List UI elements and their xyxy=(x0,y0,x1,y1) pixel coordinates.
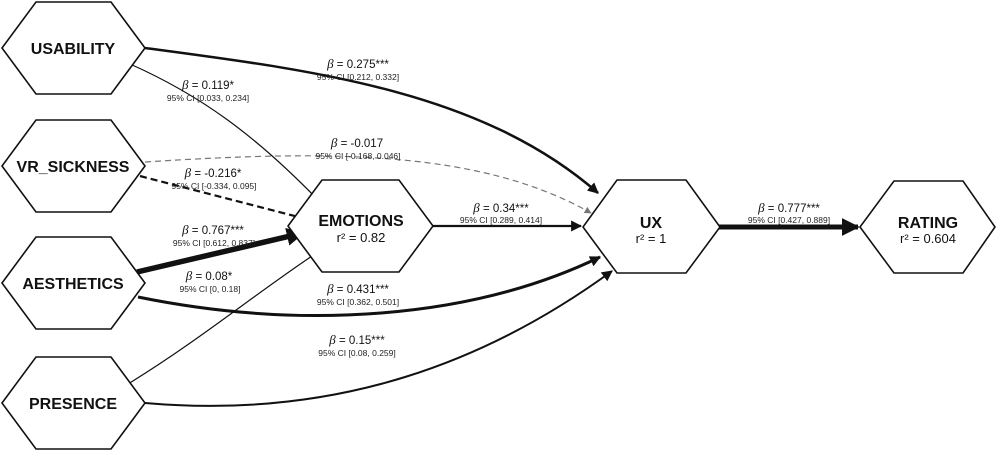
label-aesthetics-ux: β = 0.431*** 95% CI [0.362, 0.501] xyxy=(317,281,399,307)
label-vrsickness-emotions: β = -0.216* 95% CI [-0.334, 0.095] xyxy=(171,165,256,191)
svg-text:β = 0.34***: β = 0.34*** xyxy=(472,200,529,215)
svg-text:β = 0.777***: β = 0.777*** xyxy=(757,200,820,215)
beta-symbol: β xyxy=(757,200,765,215)
label-presence-ux: β = 0.15*** 95% CI [0.08, 0.259] xyxy=(318,332,396,358)
beta-symbol: β xyxy=(181,77,189,92)
beta-value: = 0.431*** xyxy=(337,284,390,296)
beta-symbol: β xyxy=(472,200,480,215)
label-ux-rating: β = 0.777*** 95% CI [0.427, 0.889] xyxy=(748,200,830,225)
ci-value: 95% CI [0.033, 0.234] xyxy=(167,93,249,103)
beta-value: = 0.275*** xyxy=(337,59,390,71)
beta-value: = 0.15*** xyxy=(339,335,385,347)
node-aesthetics-name: AESTHETICS xyxy=(22,276,124,293)
beta-value: = -0.017 xyxy=(341,138,384,150)
beta-value: = 0.119* xyxy=(192,80,235,92)
node-presence-name: PRESENCE xyxy=(29,396,117,413)
node-vr-sickness: VR_SICKNESS xyxy=(1,119,146,213)
ci-value: 95% CI [0.427, 0.889] xyxy=(748,215,830,225)
beta-value: = -0.216* xyxy=(194,168,242,180)
node-presence: PRESENCE xyxy=(1,356,146,450)
svg-text:β = -0.216*: β = -0.216* xyxy=(184,165,242,180)
svg-text:β = 0.431***: β = 0.431*** xyxy=(326,281,389,296)
node-ux-r2: r² = 1 xyxy=(636,231,667,246)
svg-text:β = 0.275***: β = 0.275*** xyxy=(326,56,389,71)
node-ux-name: UX xyxy=(640,215,663,232)
ci-value: 95% CI [0.212, 0.332] xyxy=(317,72,399,82)
label-emotions-ux: β = 0.34*** 95% CI [0.289, 0.414] xyxy=(460,200,542,225)
label-usability-ux: β = 0.275*** 95% CI [0.212, 0.332] xyxy=(317,56,399,82)
ci-value: 95% CI [0.289, 0.414] xyxy=(460,215,542,225)
svg-text:β = 0.119*: β = 0.119* xyxy=(181,77,235,92)
node-emotions: EMOTIONS r² = 0.82 xyxy=(287,179,434,273)
beta-value: = 0.767*** xyxy=(192,225,245,237)
node-emotions-name: EMOTIONS xyxy=(318,213,404,230)
path-aesthetics-emotions xyxy=(136,227,305,275)
label-aesthetics-emotions: β = 0.767*** 95% CI [0.612, 0.837] xyxy=(173,222,255,248)
ci-value: 95% CI [-0.334, 0.095] xyxy=(171,181,256,191)
beta-symbol: β xyxy=(330,135,338,150)
path-vrsickness-ux xyxy=(144,155,592,214)
svg-text:β = 0.08*: β = 0.08* xyxy=(185,268,233,283)
label-usability-emotions: β = 0.119* 95% CI [0.033, 0.234] xyxy=(167,77,249,103)
node-vr-sickness-name: VR_SICKNESS xyxy=(17,159,130,176)
node-rating-r2: r² = 0.604 xyxy=(900,231,956,246)
ci-value: 95% CI [0, 0.18] xyxy=(180,284,241,294)
path-vrsickness-emotions xyxy=(139,174,308,222)
node-usability-name: USABILITY xyxy=(31,41,116,58)
svg-text:β = -0.017: β = -0.017 xyxy=(330,135,383,150)
path-presence-ux xyxy=(144,270,613,407)
path-presence-emotions xyxy=(127,249,322,385)
node-rating-name: RATING xyxy=(898,215,958,232)
node-aesthetics: AESTHETICS xyxy=(1,236,146,330)
node-usability: USABILITY xyxy=(1,1,146,95)
beta-value: = 0.08* xyxy=(195,271,232,283)
node-rating: RATING r² = 0.604 xyxy=(859,180,996,274)
svg-text:β = 0.767***: β = 0.767*** xyxy=(181,222,244,237)
path-usability-emotions xyxy=(129,63,319,201)
beta-symbol: β xyxy=(185,268,193,283)
label-presence-emotions: β = 0.08* 95% CI [0, 0.18] xyxy=(180,268,241,294)
path-aesthetics-ux xyxy=(137,255,601,317)
beta-symbol: β xyxy=(184,165,192,180)
label-vrsickness-ux: β = -0.017 95% CI [-0.168, 0.046] xyxy=(315,135,400,161)
beta-value: = 0.777*** xyxy=(768,203,821,215)
node-ux: UX r² = 1 xyxy=(582,179,721,274)
ci-value: 95% CI [0.612, 0.837] xyxy=(173,238,255,248)
ci-value: 95% CI [0.08, 0.259] xyxy=(318,348,396,358)
ci-value: 95% CI [0.362, 0.501] xyxy=(317,297,399,307)
ci-value: 95% CI [-0.168, 0.046] xyxy=(315,151,400,161)
beta-symbol: β xyxy=(328,332,336,347)
svg-text:β = 0.15***: β = 0.15*** xyxy=(328,332,385,347)
beta-symbol: β xyxy=(326,281,334,296)
path-usability-ux xyxy=(144,46,599,194)
beta-value: = 0.34*** xyxy=(483,203,529,215)
beta-symbol: β xyxy=(181,222,189,237)
node-emotions-r2: r² = 0.82 xyxy=(337,230,386,245)
beta-symbol: β xyxy=(326,56,334,71)
